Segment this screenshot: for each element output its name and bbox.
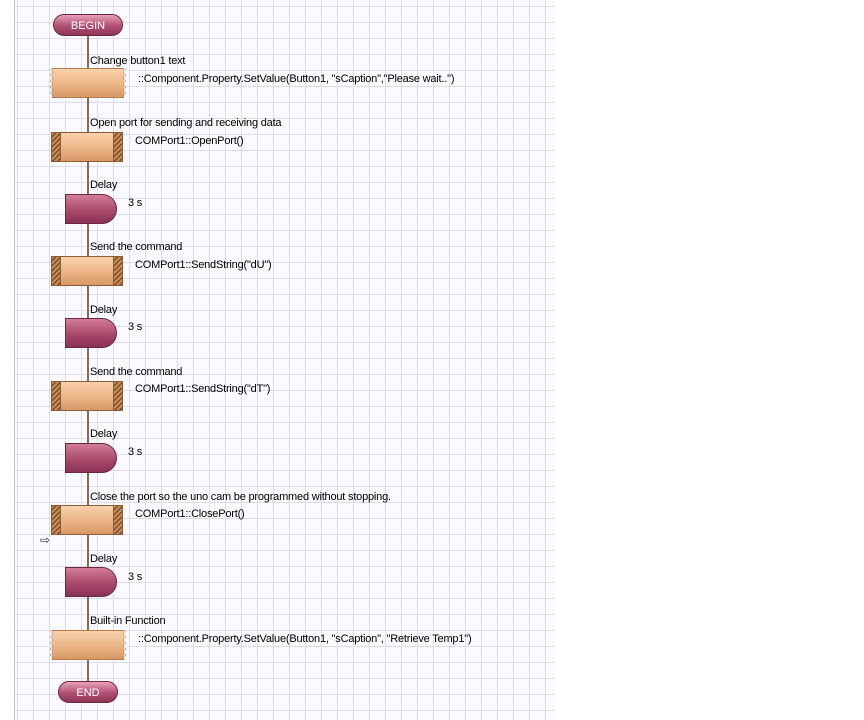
begin-terminal[interactable]: BEGIN bbox=[53, 14, 123, 36]
step-1-title: Change button1 text bbox=[90, 55, 186, 67]
step-3-delay-icon[interactable] bbox=[65, 194, 117, 224]
step-8-component-macro-icon[interactable] bbox=[51, 505, 123, 535]
step-7-command: 3 s bbox=[128, 446, 143, 458]
step-10-title: Built-in Function bbox=[90, 615, 166, 627]
step-9-title: Delay bbox=[90, 553, 118, 565]
end-terminal[interactable]: END bbox=[58, 681, 118, 703]
step-10-command: ::Component.Property.SetValue(Button1, "… bbox=[138, 633, 472, 645]
current-step-arrow-icon: ⇨ bbox=[40, 533, 51, 547]
step-9-command: 3 s bbox=[128, 571, 143, 583]
step-2-title: Open port for sending and receiving data bbox=[90, 117, 282, 129]
step-8-command: COMPort1::ClosePort() bbox=[135, 508, 245, 520]
step-6-component-macro-icon[interactable] bbox=[51, 381, 123, 411]
step-1-calculation-icon[interactable] bbox=[50, 68, 124, 98]
step-8-title: Close the port so the uno cam be program… bbox=[90, 491, 391, 503]
step-4-command: COMPort1::SendString("dU") bbox=[135, 259, 272, 271]
step-6-title: Send the command bbox=[90, 366, 183, 378]
step-2-component-macro-icon[interactable] bbox=[51, 132, 123, 162]
step-7-title: Delay bbox=[90, 428, 118, 440]
step-4-title: Send the command bbox=[90, 241, 183, 253]
step-7-delay-icon[interactable] bbox=[65, 443, 117, 473]
step-5-delay-icon[interactable] bbox=[65, 318, 117, 348]
step-3-command: 3 s bbox=[128, 197, 143, 209]
step-5-title: Delay bbox=[90, 304, 118, 316]
flowchart-canvas[interactable] bbox=[15, 0, 555, 720]
step-10-calculation-icon[interactable] bbox=[50, 630, 124, 660]
step-1-command: ::Component.Property.SetValue(Button1, "… bbox=[138, 73, 455, 85]
step-5-command: 3 s bbox=[128, 321, 143, 333]
flow-connector-line bbox=[87, 34, 89, 682]
step-6-command: COMPort1::SendString("dT") bbox=[135, 383, 271, 395]
step-3-title: Delay bbox=[90, 179, 118, 191]
step-4-component-macro-icon[interactable] bbox=[51, 256, 123, 286]
step-2-command: COMPort1::OpenPort() bbox=[135, 135, 244, 147]
step-9-delay-icon[interactable] bbox=[65, 567, 117, 597]
